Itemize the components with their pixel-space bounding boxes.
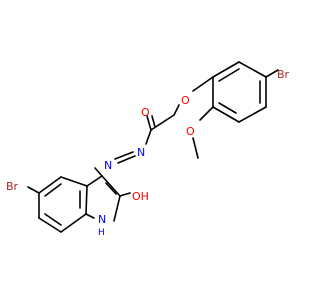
bond (27, 186, 40, 194)
bond (60, 213, 87, 233)
bond (192, 137, 199, 159)
bond (218, 68, 240, 82)
bond (38, 176, 62, 194)
molecule-structure-diagram: Br O O O N N Br OH N H (6, 61, 290, 238)
bond (94, 167, 103, 177)
bond (145, 129, 152, 145)
bond (265, 69, 279, 78)
bond (119, 192, 131, 197)
bond (85, 185, 88, 215)
bond (86, 175, 103, 187)
bond (38, 217, 62, 233)
bond (60, 176, 88, 187)
atom-nh-h: H (98, 228, 105, 238)
bond (101, 175, 121, 197)
bond (113, 195, 121, 222)
bond-skeleton (27, 61, 279, 233)
bond (44, 213, 62, 226)
bond (146, 115, 152, 131)
atom-nh-n: N (98, 213, 106, 226)
bond (212, 61, 240, 78)
bond (44, 183, 62, 197)
bond (192, 76, 214, 92)
atom-o-carbonyl: O (141, 106, 150, 119)
atom-n-hydrazone-1: N (137, 146, 145, 159)
bond (238, 106, 267, 123)
atom-o-methoxy: O (186, 125, 195, 138)
bond (85, 213, 95, 219)
atom-o-ether: O (181, 94, 190, 107)
bond (117, 155, 136, 164)
bond (105, 182, 117, 195)
bond (173, 104, 180, 116)
bond (151, 115, 156, 128)
atom-n-hydrazone-2: N (104, 159, 112, 172)
atom-br-top: Br (277, 68, 290, 81)
bond (238, 61, 267, 78)
atom-labels: Br O O O N N Br OH N H (6, 68, 290, 238)
bond (199, 106, 214, 121)
bond (114, 151, 134, 160)
bond (218, 102, 237, 114)
atom-oh: OH (132, 190, 149, 203)
atom-br-left: Br (6, 180, 19, 193)
bond (212, 106, 240, 123)
